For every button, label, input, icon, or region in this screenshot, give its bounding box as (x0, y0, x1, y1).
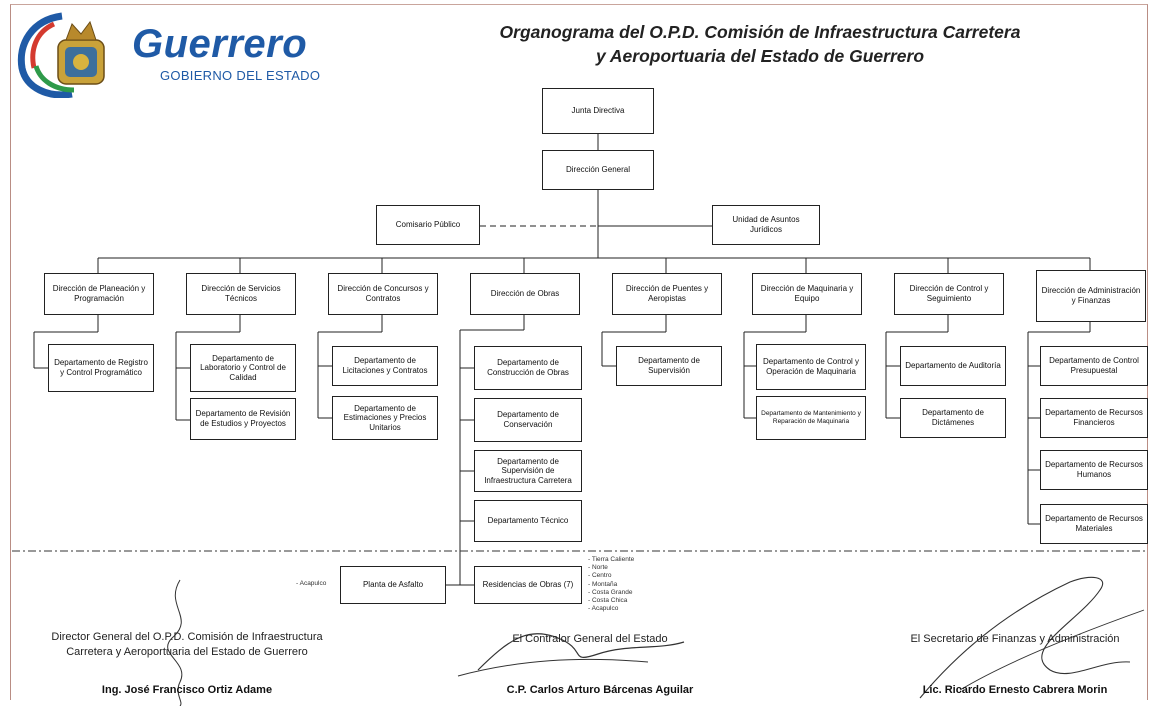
logo-wordmark: Guerrero (132, 22, 308, 66)
page-title: Organograma del O.P.D. Comisión de Infra… (430, 20, 1090, 68)
node-dep-control-presupuestal: Departamento de Control Presupuestal (1040, 346, 1148, 386)
signature-right-name: Lic. Ricardo Ernesto Cabrera Morin (922, 684, 1108, 696)
node-planta-asfalto: Planta de Asfalto (340, 566, 446, 604)
node-dep-dictamenes: Departamento de Dictámenes (900, 398, 1006, 438)
node-dep-control-operacion: Departamento de Control y Operación de M… (756, 344, 866, 390)
signature-left-name: Ing. José Francisco Ortiz Adame (101, 684, 273, 696)
signature-left-caption-2: Carretera y Aeroportuaria del Estado de … (66, 646, 308, 658)
node-direccion-general: Dirección General (542, 150, 654, 190)
signature-center-name: C.P. Carlos Arturo Bárcenas Aguilar (506, 684, 694, 696)
signature-left-caption: Director General del O.P.D. Comisión de … (22, 630, 352, 660)
signature-left-icon (167, 579, 183, 706)
residencia-item: - Acapulco (588, 605, 619, 613)
signature-right-caption: El Secretario de Finanzas y Administraci… (910, 633, 1120, 645)
node-dep-construccion: Departamento de Construcción de Obras (474, 346, 582, 390)
residencia-item: - Centro (588, 572, 612, 580)
node-dep-mantenimiento: Departamento de Mantenimiento y Reparaci… (756, 396, 866, 440)
signature-left-caption-1: Director General del O.P.D. Comisión de … (51, 631, 323, 643)
node-dep-supervision: Departamento de Supervisión (616, 346, 722, 386)
coat-of-arms-icon (17, 12, 105, 98)
signature-right-icon (919, 576, 1145, 699)
node-dep-licitaciones: Departamento de Licitaciones y Contratos (332, 346, 438, 386)
node-dep-auditoria: Departamento de Auditoría (900, 346, 1006, 386)
residencia-item: - Costa Chica (588, 597, 628, 605)
node-dir-control: Dirección de Control y Seguimiento (894, 273, 1004, 315)
title-line-1: Organograma del O.P.D. Comisión de Infra… (499, 22, 1021, 42)
node-dep-supervision-infraestructura: Departamento de Supervisión de Infraestr… (474, 450, 582, 492)
node-dep-estimaciones: Departamento de Estimaciones y Precios U… (332, 396, 438, 440)
node-residencias-obras: Residencias de Obras (7) (474, 566, 582, 604)
node-dep-recursos-humanos: Departamento de Recursos Humanos (1040, 450, 1148, 490)
signature-center-icon (457, 633, 685, 677)
residencia-item: - Costa Grande (588, 588, 633, 596)
residencia-item: - Montaña (588, 580, 618, 588)
note-residencias-list: - Tierra Caliente - Norte - Centro - Mon… (588, 556, 634, 613)
node-dep-laboratorio: Departamento de Laboratorio y Control de… (190, 344, 296, 392)
node-dir-obras: Dirección de Obras (470, 273, 580, 315)
signature-center-caption: El Contralor General del Estado (512, 633, 668, 645)
node-dir-servicios-tecnicos: Dirección de Servicios Técnicos (186, 273, 296, 315)
guerrero-logo: Guerrero GOBIERNO DEL ESTADO (14, 10, 344, 98)
node-comisario-publico: Comisario Público (376, 205, 480, 245)
node-dir-administracion: Dirección de Administración y Finanzas (1036, 270, 1146, 322)
node-dep-recursos-materiales: Departamento de Recursos Materiales (1040, 504, 1148, 544)
node-dep-revision: Departamento de Revisión de Estudios y P… (190, 398, 296, 440)
node-dep-registro: Departamento de Registro y Control Progr… (48, 344, 154, 392)
node-dep-recursos-financieros: Departamento de Recursos Financieros (1040, 398, 1148, 438)
node-dir-planeacion: Dirección de Planeación y Programación (44, 273, 154, 315)
node-unidad-asuntos-juridicos: Unidad de Asuntos Jurídicos (712, 205, 820, 245)
node-dir-concursos: Dirección de Concursos y Contratos (328, 273, 438, 315)
logo-subtitle: GOBIERNO DEL ESTADO (160, 68, 321, 83)
residencia-item: - Tierra Caliente (588, 556, 635, 563)
node-dir-maquinaria: Dirección de Maquinaria y Equipo (752, 273, 862, 315)
residencia-item: - Norte (588, 564, 608, 572)
node-junta-directiva: Junta Directiva (542, 88, 654, 134)
title-line-2: y Aeroportuaria del Estado de Guerrero (595, 46, 925, 66)
node-dep-tecnico: Departamento Técnico (474, 500, 582, 542)
node-dep-conservacion: Departamento de Conservación (474, 398, 582, 442)
note-acapulco-planta: - Acapulco (296, 580, 327, 587)
node-dir-puentes: Dirección de Puentes y Aeropistas (612, 273, 722, 315)
